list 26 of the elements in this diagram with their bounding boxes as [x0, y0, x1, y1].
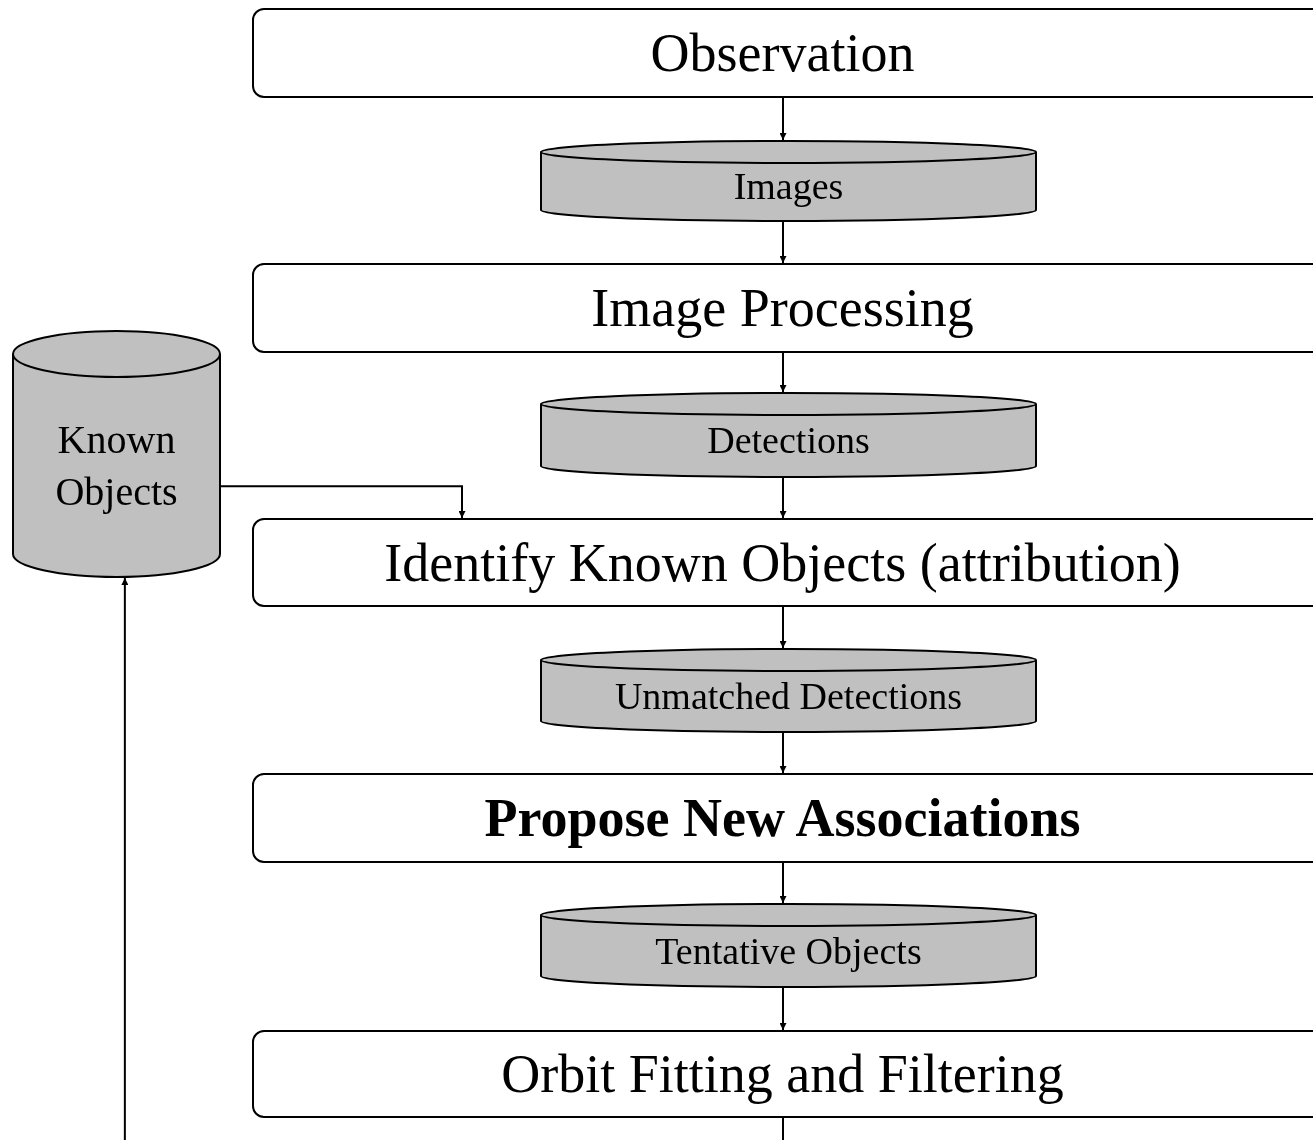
process-label: Orbit Fitting and Filtering — [501, 1043, 1064, 1105]
connector-line — [782, 1117, 784, 1140]
arrow — [779, 477, 787, 519]
datastore-label: Detections — [707, 418, 870, 464]
arrow — [779, 221, 787, 264]
arrow — [121, 577, 129, 1140]
process-box — [252, 263, 1313, 353]
arrow — [779, 862, 787, 904]
arrow — [220, 485, 466, 519]
arrow — [779, 606, 787, 649]
process-label: Image Processing — [591, 277, 974, 339]
process-box — [252, 1030, 1313, 1118]
process-box — [252, 518, 1313, 607]
arrow — [779, 732, 787, 774]
arrow — [779, 97, 787, 141]
process-label: Propose New Associations — [484, 787, 1081, 849]
datastore-label: Unmatched Detections — [614, 673, 963, 719]
process-box — [252, 8, 1313, 98]
arrow — [779, 987, 787, 1031]
process-box — [252, 773, 1313, 863]
process-label: Identify Known Objects (attribution) — [384, 531, 1181, 594]
datastore-label: Known Objects — [54, 416, 179, 516]
datastore-label: Images — [733, 164, 844, 210]
process-label: Observation — [650, 22, 915, 84]
datastore-label: Tentative Objects — [655, 928, 922, 974]
arrow — [779, 352, 787, 393]
